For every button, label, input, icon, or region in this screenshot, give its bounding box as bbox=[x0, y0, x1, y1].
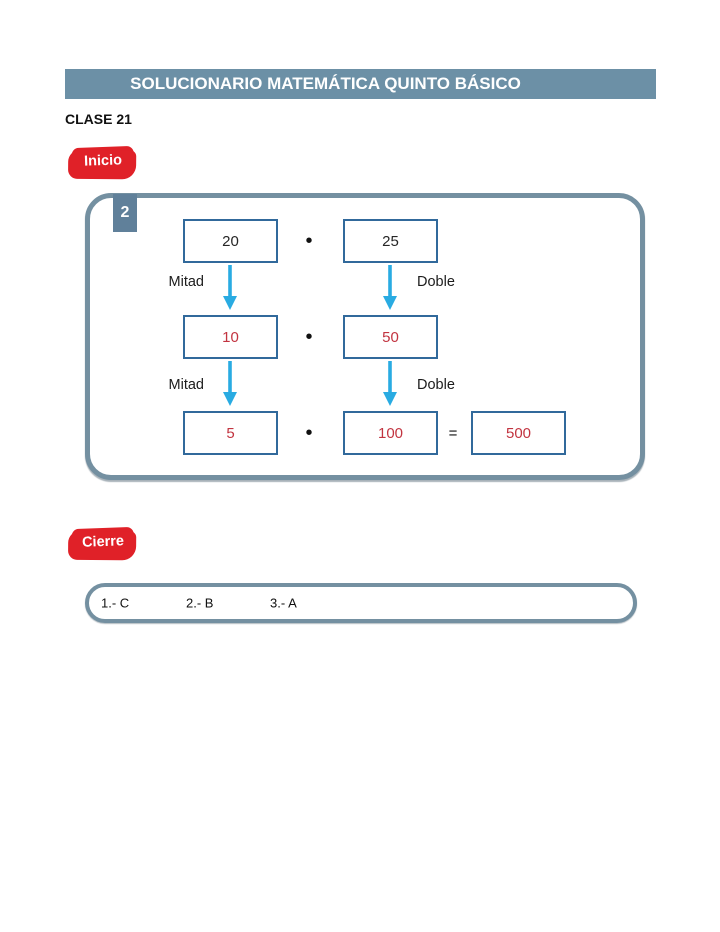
label-doble-1: Doble bbox=[417, 274, 455, 290]
down-arrow-icon bbox=[383, 265, 397, 310]
value-50: 50 bbox=[382, 328, 399, 346]
equals-sign: = bbox=[448, 424, 458, 442]
answers-panel: 1.- C 2.- B 3.- A bbox=[85, 583, 637, 623]
answer-2: 2.- B bbox=[186, 595, 214, 611]
value-box-500: 500 bbox=[471, 411, 566, 455]
answer-1: 1.- C bbox=[101, 595, 130, 611]
value-20: 20 bbox=[222, 232, 239, 250]
down-arrow-icon bbox=[223, 265, 237, 310]
inicio-badge-label: Inicio bbox=[83, 151, 123, 170]
cierre-badge-label: Cierre bbox=[81, 532, 125, 551]
label-doble-2: Doble bbox=[417, 377, 455, 393]
value-box-50: 50 bbox=[343, 315, 438, 359]
value-10: 10 bbox=[222, 328, 239, 346]
page-title: SOLUCIONARIO MATEMÁTICA QUINTO BÁSICO bbox=[130, 74, 521, 93]
value-500: 500 bbox=[505, 424, 532, 442]
exercise-number-badge: 2 bbox=[113, 194, 137, 232]
header-bar: SOLUCIONARIO MATEMÁTICA QUINTO BÁSICO bbox=[65, 69, 656, 99]
value-box-10: 10 bbox=[183, 315, 278, 359]
value-box-5: 5 bbox=[183, 411, 278, 455]
answer-3: 3.- A bbox=[270, 595, 297, 611]
value-25: 25 bbox=[382, 232, 399, 250]
label-mitad-2: Mitad bbox=[168, 377, 204, 393]
value-box-25: 25 bbox=[343, 219, 438, 263]
label-mitad-1: Mitad bbox=[168, 274, 204, 290]
value-box-20: 20 bbox=[183, 219, 278, 263]
value-5: 5 bbox=[226, 424, 235, 442]
value-box-100: 100 bbox=[343, 411, 438, 455]
inicio-badge: Inicio bbox=[71, 145, 135, 176]
cierre-badge: Cierre bbox=[71, 526, 135, 557]
down-arrow-icon bbox=[383, 361, 397, 406]
down-arrow-icon bbox=[223, 361, 237, 406]
clase-label: CLASE 21 bbox=[65, 111, 132, 127]
value-100: 100 bbox=[377, 424, 404, 442]
multiplication-dot-icon: • bbox=[305, 325, 313, 348]
multiplication-dot-icon: • bbox=[305, 421, 313, 444]
multiplication-dot-icon: • bbox=[305, 229, 313, 252]
